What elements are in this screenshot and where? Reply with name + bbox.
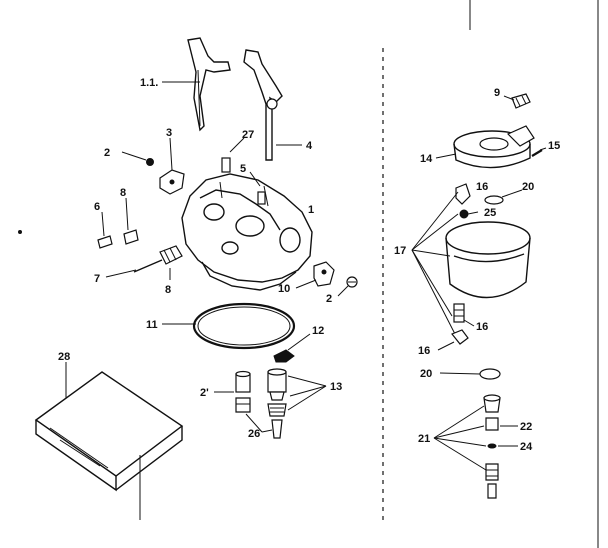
leader-3 [169,137,173,171]
label-25: 25 [484,207,496,219]
leader-12 [287,333,311,351]
washer-part-12 [273,349,295,363]
leader-20-lower [439,372,481,375]
throttle-shaft-part [243,49,283,161]
leader-17-b [411,213,459,251]
leader-21-d [433,437,487,471]
washer-part-20-lower [479,368,501,380]
label-12: 12 [312,325,324,337]
label-15: 15 [548,140,560,152]
leader-26-a [245,413,263,433]
leader-25 [467,211,479,215]
label-7: 7 [94,273,100,285]
label-24: 24 [520,441,533,453]
leader-5 [249,171,261,187]
label-16-top: 16 [476,181,488,193]
leader-14 [435,153,457,159]
label-8-top: 8 [120,187,126,199]
leader-8-top [125,197,129,231]
leader-17-a [411,191,459,251]
label-16-bottom: 16 [418,345,430,357]
label-28: 28 [58,351,70,363]
leader-21-a [433,405,485,439]
leader-17-c [411,249,451,257]
needle-valve-part-7 [133,245,183,273]
label-carburetor-body: 1 [308,204,314,216]
leader-13-c [287,385,327,411]
screw-part-2-right [346,276,358,288]
plate-part-3 [159,169,185,195]
leader-16-middle [463,319,475,327]
leader-21-c [433,437,487,447]
label-14: 14 [420,153,433,165]
label-6: 6 [94,201,100,213]
label-17: 17 [394,245,406,257]
leader-10 [295,279,317,289]
drain-valve-stack-part-21 [483,394,501,499]
label-22: 22 [520,421,532,433]
leader-2-left [121,151,147,161]
ring-part-25 [459,209,469,219]
fitting-part-16-middle [453,303,465,323]
label-9: 9 [494,87,500,99]
leader-26-b [261,429,273,433]
leader-17-e [411,249,457,337]
label-26: 26 [248,428,260,440]
air-filter-part-28 [34,371,184,492]
leader-27-top [229,137,245,153]
leader-13-a [287,375,327,387]
jet-part-27-lower [235,370,251,413]
label-27-top: 27 [242,129,254,141]
pin-part-8-top [123,229,139,245]
bracket-part-10 [313,261,335,287]
screw-part-9 [511,93,531,109]
float-part-14 [453,125,535,169]
label-16-middle: 16 [476,321,488,333]
pin-part-15 [531,149,543,157]
label-3: 3 [166,127,172,139]
label-8-bottom: 8 [165,284,171,296]
leader-17-d [411,249,453,317]
label-20-lower: 20 [420,368,432,380]
label-21: 21 [418,433,430,445]
carburetor-body [181,157,313,291]
leader-15 [539,147,547,151]
screw-part-2-left [146,158,154,166]
label-27-lower: 2' [200,387,209,399]
label-10: 10 [278,283,290,295]
leader-9 [503,95,515,101]
choke-shaft-part [187,37,231,132]
label-2-right: 2 [326,293,332,305]
leader-16-bottom [437,341,455,351]
fitting-part-16-top [455,183,471,205]
label-20-top: 20 [522,181,534,193]
label-13: 13 [330,381,342,393]
leader-20-top [501,189,523,198]
label-4: 4 [306,140,313,152]
label-choke-shaft: 1.1. [140,77,158,89]
valve-cluster-part-13 [267,368,287,439]
label-2-left: 2 [104,147,110,159]
pin-part-6 [97,235,113,249]
edge-mark [18,230,22,234]
label-5: 5 [240,163,246,175]
leader-21-b [433,425,485,439]
float-bowl [445,221,531,299]
leader-6 [101,211,105,237]
gasket-ring-inner [197,306,291,346]
leader-13-b [289,385,327,397]
label-11: 11 [146,319,158,331]
leader-7 [105,269,137,278]
leader-2-right [337,285,349,297]
fitting-part-16-bottom [451,329,469,345]
gasket-ring-part-11 [192,302,296,350]
washer-part-20-top [484,195,504,205]
